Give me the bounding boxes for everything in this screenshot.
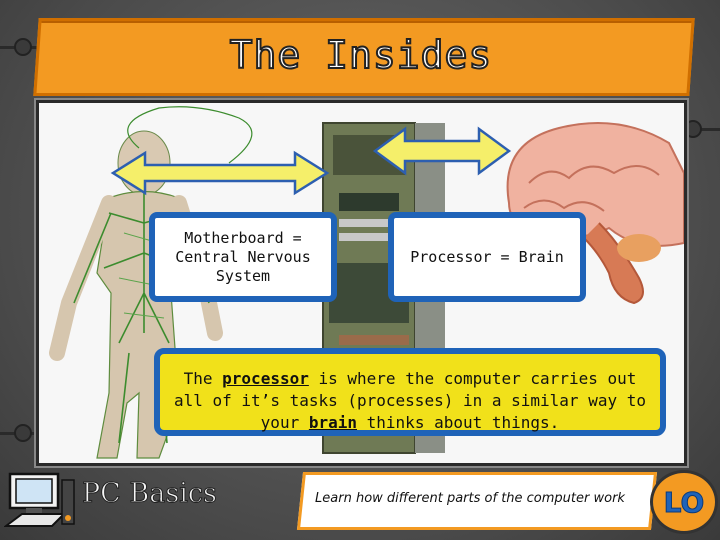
lo-badge[interactable]: LO [650, 470, 718, 534]
rail-right [686, 128, 720, 131]
rail-dot-left [14, 424, 32, 442]
learning-objective-text: Learn how different parts of the compute… [315, 490, 625, 506]
info-text-start: The [183, 369, 223, 388]
info-text-middle: is where the computer carries out all of… [173, 369, 646, 432]
motherboard-callout: Motherboard = Central Nervous System [149, 212, 337, 302]
slide-title: The Insides [229, 32, 493, 78]
processor-keyword: processor [222, 369, 309, 388]
info-text-end: thinks about things. [357, 413, 560, 432]
computer-icon [4, 472, 75, 527]
info-box: The processor is where the computer carr… [154, 348, 666, 436]
rail-dot-top [14, 38, 32, 56]
double-arrow-icon [110, 126, 512, 196]
processor-callout: Processor = Brain [388, 212, 586, 302]
brain-keyword: brain [308, 413, 358, 432]
brand-label: PC Basics [82, 478, 218, 510]
